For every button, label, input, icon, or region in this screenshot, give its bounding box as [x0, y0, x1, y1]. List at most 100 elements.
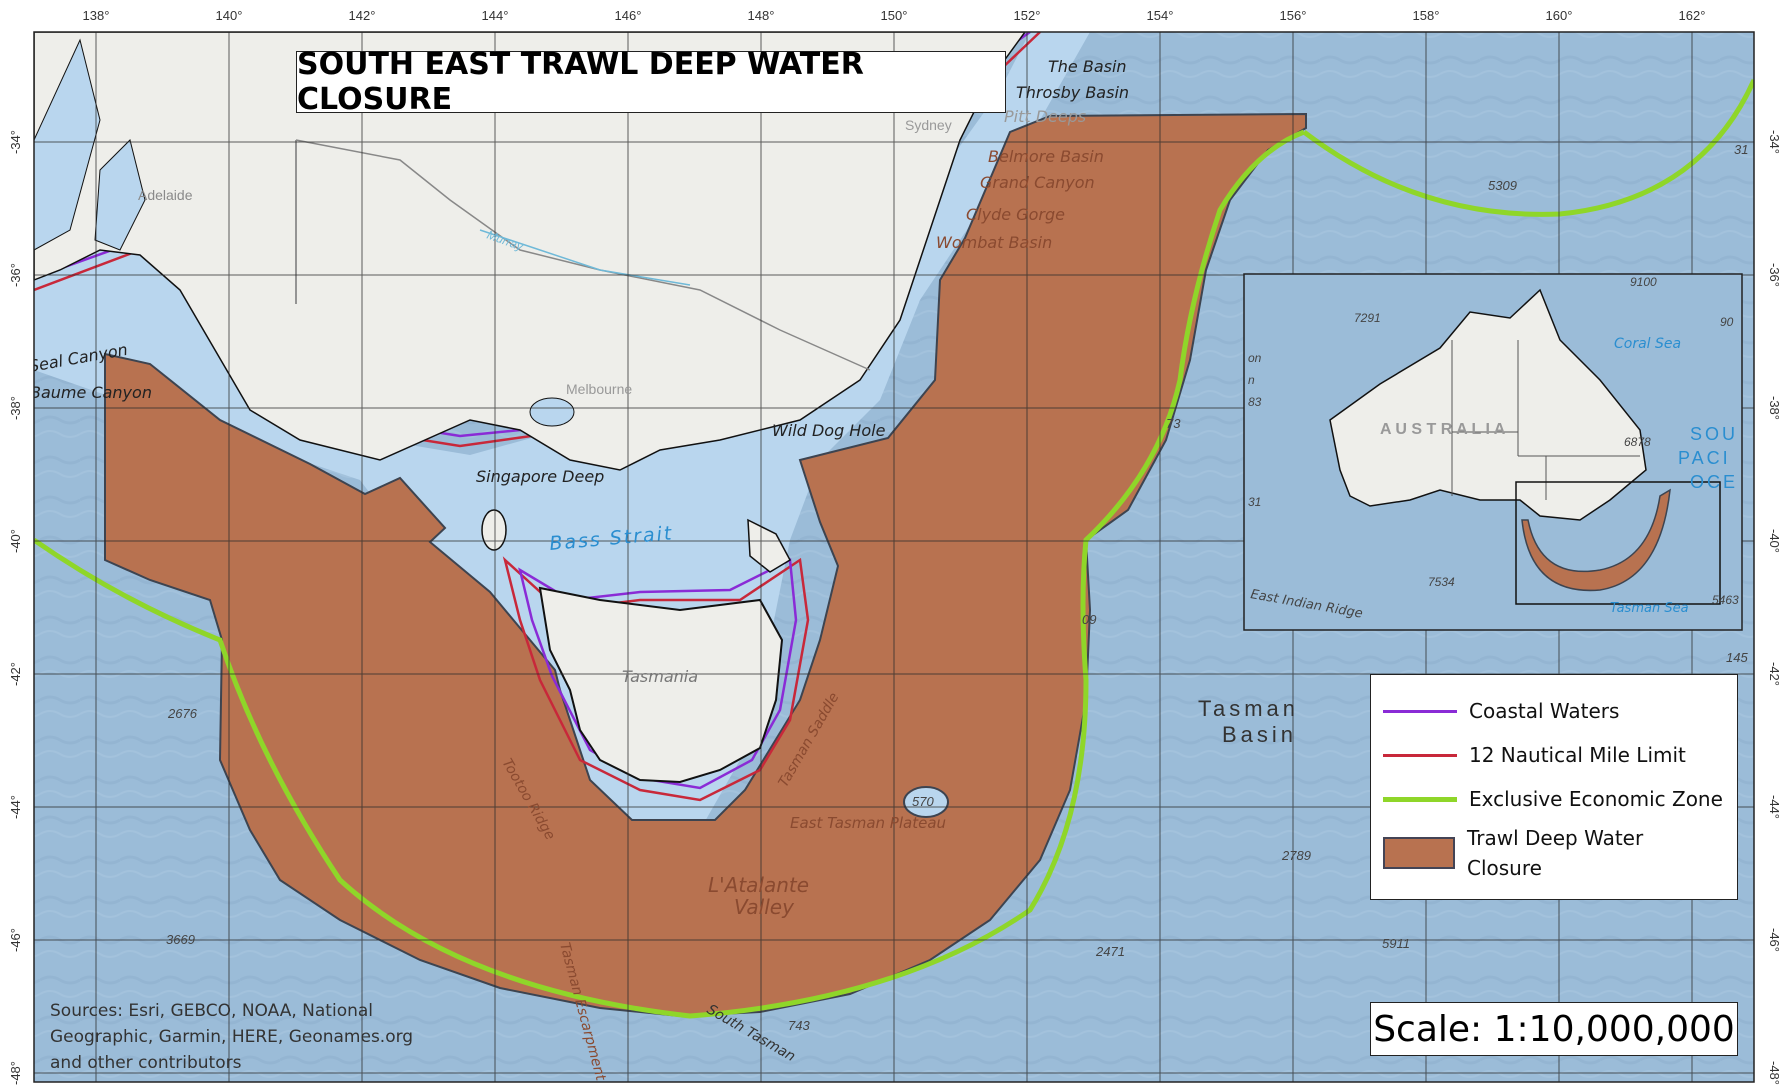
map-border — [33, 31, 1755, 1083]
label-belmore: Belmore Basin — [988, 147, 1104, 166]
seamount-570 — [903, 786, 949, 818]
legend-item-coastal-waters: Coastal Waters — [1383, 689, 1725, 733]
inset-map: A U S T R A L I A Coral Sea SOU PACI OCE… — [1243, 273, 1743, 631]
longitude-ticks-top: 138° 140° 142° 144° 146° 148° 150° 152° … — [83, 8, 1706, 23]
lat-tick: -46° — [8, 928, 23, 952]
depth-2471: 2471 — [1095, 944, 1125, 959]
label-latalante-2: Valley — [734, 895, 795, 919]
inset-south-pacific-2: PACI — [1678, 448, 1731, 468]
lon-tick: 150° — [881, 8, 908, 23]
lon-tick: 142° — [349, 8, 376, 23]
lon-tick: 156° — [1280, 8, 1307, 23]
lat-tick: -42° — [8, 662, 23, 686]
map-title-box: SOUTH EAST TRAWL DEEP WATER CLOSURE — [296, 47, 1006, 117]
latitude-ticks-right: -34° -36° -38° -40° -42° -44° -46° -48° — [1767, 130, 1782, 1085]
label-grand-canyon: Grand Canyon — [980, 173, 1095, 192]
label-tasman-basin-1: Tasman — [1198, 696, 1299, 721]
legend: Coastal Waters 12 Nautical Mile Limit Ex… — [1370, 674, 1738, 900]
inset-south-pacific-1: SOU — [1690, 424, 1738, 444]
inset-depth-7534: 7534 — [1428, 575, 1455, 589]
lat-tick: -48° — [8, 1061, 23, 1085]
inset-australia-label: A U S T R A L I A — [1380, 421, 1506, 438]
label-latalante-1: L'Atalante — [708, 873, 809, 897]
inset-depth-5463: 5463 — [1712, 593, 1739, 607]
label-throsby: Throsby Basin — [1016, 83, 1129, 102]
eez-line — [34, 129, 1305, 1019]
label-singapore-deep: Singapore Deep — [476, 467, 604, 486]
port-phillip-bay — [529, 397, 575, 427]
label-adelaide: Adelaide — [138, 187, 193, 203]
label-east-tasman: East Tasman Plateau — [790, 814, 946, 832]
inset-depth-9100: 9100 — [1630, 275, 1657, 289]
lat-tick: -40° — [1767, 529, 1782, 553]
lon-tick: 162° — [1679, 8, 1706, 23]
legend-label-multiline: Trawl Deep Water Closure — [1467, 823, 1643, 883]
inset-australia — [1329, 288, 1647, 521]
eez-line-north — [1302, 78, 1754, 217]
depth-5309: 5309 — [1488, 178, 1517, 193]
inset-south-pacific-3: OCE — [1690, 472, 1738, 492]
depth-2789: 2789 — [1281, 848, 1311, 863]
depth-2676: 2676 — [167, 706, 198, 721]
label-wild-dog: Wild Dog Hole — [772, 421, 886, 440]
depth-73: 73 — [1166, 416, 1181, 431]
spencer-gulf — [34, 38, 101, 251]
lon-tick: 148° — [748, 8, 775, 23]
inset-depth-6878: 6878 — [1624, 435, 1651, 449]
legend-label: 12 Nautical Mile Limit — [1469, 743, 1686, 767]
legend-item-nautical-limit: 12 Nautical Mile Limit — [1383, 733, 1725, 777]
lon-tick: 158° — [1413, 8, 1440, 23]
inset-depth-n: n — [1248, 373, 1255, 387]
murray-river — [479, 229, 691, 286]
latitude-ticks-left: -34° -36° -38° -40° -42° -44° -46° -48° — [8, 130, 23, 1085]
inset-depth-90: 90 — [1720, 315, 1734, 329]
coastal-waters-line-symbol — [1383, 709, 1457, 713]
lat-tick: -36° — [8, 263, 23, 287]
map-title: SOUTH EAST TRAWL DEEP WATER CLOSURE — [297, 47, 864, 117]
lon-tick: 154° — [1147, 8, 1174, 23]
tasmania — [538, 586, 784, 784]
depth-145: 145 — [1726, 650, 1748, 665]
lat-tick: -38° — [8, 396, 23, 420]
label-wombat: Wombat Basin — [936, 233, 1052, 252]
inset-coral-sea: Coral Sea — [1614, 336, 1681, 352]
legend-label-line2: Closure — [1467, 856, 1542, 880]
inset-depth-on: on — [1248, 351, 1262, 365]
label-tasman-basin-2: Basin — [1222, 722, 1297, 747]
legend-label-line1: Trawl Deep Water — [1467, 826, 1644, 850]
depth-743: 743 — [788, 1018, 810, 1033]
nautical-limit-line-symbol — [1383, 753, 1457, 757]
lat-tick: -34° — [1767, 130, 1782, 154]
legend-item-eez: Exclusive Economic Zone — [1383, 777, 1725, 821]
scale-box: Scale: 1:10,000,000 — [1370, 1002, 1738, 1056]
state-border-nsw — [295, 139, 871, 371]
lon-tick: 146° — [615, 8, 642, 23]
sources-line: Sources: Esri, GEBCO, NOAA, National — [50, 1001, 374, 1021]
inset-extent — [1515, 481, 1721, 605]
depth-570: 570 — [912, 794, 934, 809]
inset-tasman-sea: Tasman Sea — [1610, 601, 1689, 616]
inset-depth-83: 83 — [1248, 395, 1262, 409]
lat-tick: -40° — [8, 529, 23, 553]
label-pitt: Pitt Deeps — [1004, 107, 1086, 126]
depth-31: 31 — [1734, 142, 1748, 157]
legend-label: Exclusive Economic Zone — [1469, 787, 1723, 811]
lon-tick: 152° — [1014, 8, 1041, 23]
label-baume-canyon: Baume Canyon — [30, 383, 152, 402]
legend-item-closure: Trawl Deep Water Closure — [1383, 821, 1725, 885]
lat-tick: -42° — [1767, 662, 1782, 686]
eez-line-symbol — [1383, 796, 1457, 802]
lat-tick: -46° — [1767, 928, 1782, 952]
closure-swatch — [1383, 837, 1455, 869]
scale-text: Scale: 1:10,000,000 — [1373, 1008, 1735, 1050]
lat-tick: -48° — [1767, 1061, 1782, 1085]
depth-09: 09 — [1082, 612, 1096, 627]
sources-line: Geographic, Garmin, HERE, Geonames.org — [50, 1027, 414, 1047]
depth-5911: 5911 — [1382, 936, 1410, 951]
king-island — [481, 509, 507, 551]
lat-tick: -44° — [8, 795, 23, 819]
lon-tick: 144° — [482, 8, 509, 23]
sources-credit: Sources: Esri, GEBCO, NOAA, National Geo… — [50, 998, 440, 1076]
depth-3669: 3669 — [166, 932, 195, 947]
